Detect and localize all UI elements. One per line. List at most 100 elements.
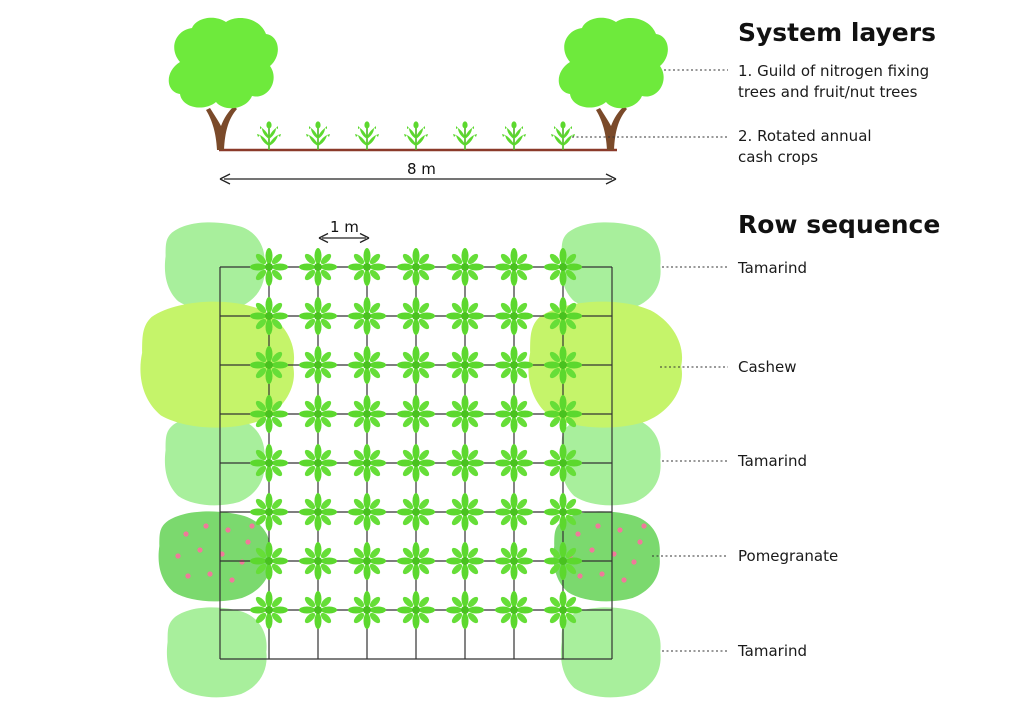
sprout-5 [452, 120, 478, 151]
crop-plant [446, 591, 484, 629]
crop-plant [348, 248, 386, 286]
layer-2-label: 2. Rotated annual cash crops [738, 126, 872, 168]
crop-plant [397, 591, 435, 629]
leader-lines [572, 69, 728, 652]
width-arrow-right [605, 173, 617, 185]
crop-layer [250, 232, 582, 629]
canopy-tamarind-left-3 [166, 607, 267, 698]
fruit-dot [203, 523, 209, 529]
sprout-7 [550, 120, 576, 151]
crop-plant [397, 493, 435, 531]
fruit-dot [249, 523, 255, 529]
crop-plant [299, 346, 337, 384]
crop-plant [397, 297, 435, 335]
sprout-1 [256, 120, 282, 151]
sprout-6 [501, 120, 527, 151]
crop-plant [495, 395, 533, 433]
fruit-dot [637, 539, 643, 545]
crop-plant [299, 542, 337, 580]
fruit-dot [183, 531, 189, 537]
crop-plant [397, 542, 435, 580]
fruit-dot [185, 573, 191, 579]
layer-2-line-2: cash crops [738, 148, 819, 166]
crop-plant [299, 444, 337, 482]
layer-1-line-2: trees and fruit/nut trees [738, 83, 918, 101]
canopy-tamarind-left-1 [164, 222, 265, 311]
crop-plant [348, 591, 386, 629]
crop-plant [299, 297, 337, 335]
spacing-label: 1 m [330, 218, 359, 236]
row-label-1: Tamarind [738, 259, 808, 277]
fruit-dot [219, 551, 225, 557]
row-label-2: Cashew [738, 358, 797, 376]
crop-plant [495, 444, 533, 482]
fruit-dot [197, 547, 203, 553]
sprout-3 [354, 120, 380, 151]
tree-trunk [596, 106, 627, 150]
row-sequence-title: Row sequence [738, 210, 941, 239]
crop-plant [495, 493, 533, 531]
crop-plant [397, 444, 435, 482]
sprout-4 [403, 120, 429, 151]
fruit-dot [641, 523, 647, 529]
crop-plant [446, 395, 484, 433]
tree-trunk [206, 106, 237, 150]
crop-plant [495, 297, 533, 335]
fruit-dot [225, 527, 231, 533]
fruit-dot [245, 539, 251, 545]
width-arrow-left [219, 173, 231, 185]
fruit-dot [577, 573, 583, 579]
fruit-dot [617, 527, 623, 533]
crop-plant [446, 297, 484, 335]
canopy-shape [164, 222, 265, 311]
tree-right [558, 17, 668, 150]
fruit-dot [175, 553, 181, 559]
crop-plant [348, 395, 386, 433]
layer-1-label: 1. Guild of nitrogen fixing trees and fr… [738, 61, 929, 103]
sprout-2 [305, 120, 331, 151]
fruit-dot [575, 531, 581, 537]
layer-2-line-1: 2. Rotated annual [738, 127, 872, 145]
crop-plant [348, 297, 386, 335]
crop-plant [397, 395, 435, 433]
width-label: 8 m [407, 160, 436, 178]
canopy-shape [166, 607, 267, 698]
crop-plant [446, 493, 484, 531]
crop-plant [348, 493, 386, 531]
crop-plant [495, 248, 533, 286]
crop-plant [299, 395, 337, 433]
side-profile [168, 17, 668, 185]
crop-plant [397, 346, 435, 384]
fruit-dot [599, 571, 605, 577]
fruit-dot [239, 559, 245, 565]
spacing-arrow-right [359, 232, 370, 244]
tree-canopy [168, 17, 278, 109]
tree-canopy [558, 17, 668, 109]
crop-plant [446, 444, 484, 482]
canopy-pomegranate-left [158, 511, 271, 602]
crop-plant [299, 591, 337, 629]
fruit-dot [621, 577, 627, 583]
crop-plant [299, 493, 337, 531]
fruit-dot [589, 547, 595, 553]
crop-plant [446, 542, 484, 580]
row-label-4: Pomegranate [738, 547, 839, 565]
crop-plant [495, 591, 533, 629]
crop-plant [348, 346, 386, 384]
canopy-tamarind-left-2 [164, 415, 265, 506]
crop-plant [495, 542, 533, 580]
crop-plant [446, 346, 484, 384]
crop-plant [299, 248, 337, 286]
fruit-dot [229, 577, 235, 583]
row-label-3: Tamarind [738, 452, 808, 470]
canopy-shape [164, 415, 265, 506]
fruit-dot [631, 559, 637, 565]
spacing-arrow-left [318, 232, 329, 244]
canopy-pomegranate-right [553, 511, 660, 602]
fruit-dot [595, 523, 601, 529]
crop-plant [348, 444, 386, 482]
row-label-5: Tamarind [738, 642, 808, 660]
fruit-dot [207, 571, 213, 577]
tree-left [168, 17, 278, 150]
